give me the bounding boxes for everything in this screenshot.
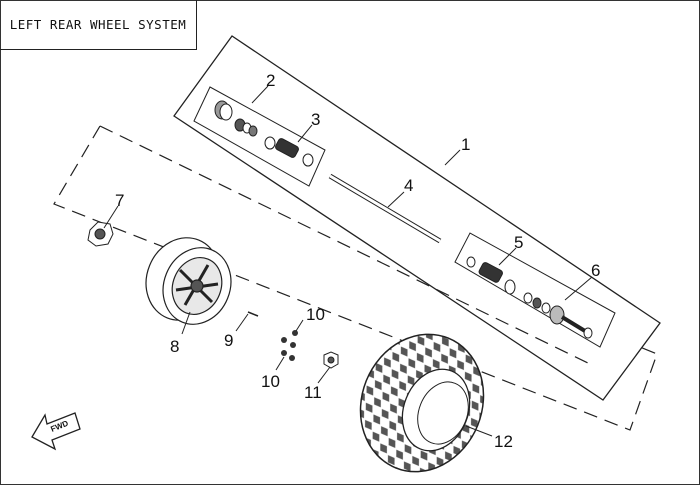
callout-4: 4 (404, 176, 413, 195)
callout-2: 2 (266, 71, 275, 90)
axle-assembly-outline (173, 35, 661, 401)
wheel-hub (87, 221, 114, 247)
callout-11: 11 (304, 383, 322, 402)
axle-shaft (328, 173, 442, 244)
leader-lines (103, 85, 593, 437)
cv-joint-outer (214, 100, 258, 137)
wheel-group-outline-top (99, 125, 591, 365)
callout-7: 7 (115, 191, 124, 210)
cv-joint-inner (523, 292, 593, 339)
callout-3: 3 (311, 110, 320, 129)
callout-1: 1 (461, 135, 470, 154)
outer-joint-group-outline (193, 86, 326, 187)
valve-stem (247, 311, 259, 317)
callout-9: 9 (224, 331, 233, 350)
tire (359, 333, 485, 473)
callout-8: 8 (170, 337, 179, 356)
callout-10-lower: 10 (261, 372, 280, 391)
boot-kit-outer (264, 136, 314, 167)
callout-6: 6 (591, 261, 600, 280)
boot-kit-inner (466, 256, 516, 295)
wheel-group-outline (53, 125, 658, 431)
wheel-studs (281, 330, 298, 361)
wheel-rim (145, 237, 232, 325)
forward-arrow-icon: FWD (31, 412, 81, 451)
callout-10-upper: 10 (306, 305, 325, 324)
callout-12: 12 (494, 432, 513, 451)
callout-5: 5 (514, 233, 523, 252)
lug-nut (323, 351, 339, 369)
diagram-title: LEFT REAR WHEEL SYSTEM (0, 0, 197, 50)
